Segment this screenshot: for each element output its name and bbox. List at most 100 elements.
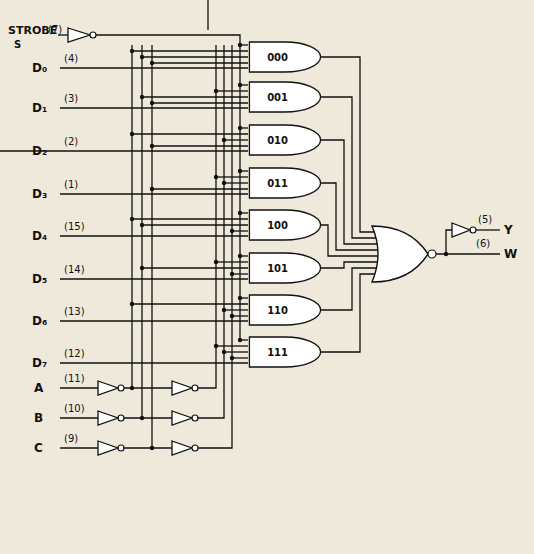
wire (232, 273, 248, 274)
wire (60, 417, 98, 418)
wire (142, 56, 248, 57)
junction-dot (140, 223, 144, 227)
junction-dot (140, 416, 144, 420)
junction-dot (238, 296, 242, 300)
nor-gate (372, 226, 428, 282)
inversion-bubble (470, 227, 476, 233)
junction-dot (238, 83, 242, 87)
and-gate: 110 (248, 294, 322, 326)
inversion-bubble (192, 445, 198, 451)
gate-code: 110 (248, 294, 307, 316)
junction-dot (130, 217, 134, 221)
wire (224, 309, 248, 310)
signal-name: C (34, 442, 43, 454)
junction-dot (238, 126, 242, 130)
and-gate: 000 (248, 41, 322, 73)
select-line (198, 45, 232, 448)
junction-dot (230, 356, 234, 360)
wire (216, 261, 248, 262)
junction-dot (214, 175, 218, 179)
signal-name: D₄ (32, 230, 47, 242)
output-line (476, 229, 500, 230)
inversion-bubble (118, 385, 124, 391)
wire (152, 188, 248, 189)
strobe-line (96, 35, 240, 340)
pin-number: (4) (64, 54, 78, 64)
junction-dot (140, 266, 144, 270)
and-gate: 011 (248, 167, 322, 199)
junction-dot (214, 344, 218, 348)
wire (232, 315, 248, 316)
wire (207, 0, 208, 30)
junction-dot (238, 43, 242, 47)
wire (132, 303, 248, 304)
gate-code: 001 (248, 81, 307, 103)
inversion-bubble (192, 385, 198, 391)
pin-number: (9) (64, 434, 78, 444)
wire (224, 182, 248, 183)
wire (132, 218, 248, 219)
pin-number: (10) (64, 404, 85, 414)
inverter-symbol (68, 28, 90, 42)
inverter-symbol (172, 381, 192, 395)
and-gate: 111 (248, 336, 322, 368)
wire (216, 176, 248, 177)
data-line (60, 67, 248, 68)
junction-dot (140, 55, 144, 59)
select-line (131, 45, 132, 388)
and-gate: 001 (248, 81, 322, 113)
junction-dot (222, 308, 226, 312)
signal-name: Y (504, 224, 513, 236)
data-line (60, 278, 248, 279)
junction-dot (150, 144, 154, 148)
pin-number: (1) (64, 180, 78, 190)
wire (152, 102, 248, 103)
inversion-bubble (118, 445, 124, 451)
pin-number: (7) (48, 25, 62, 35)
wire (60, 447, 98, 448)
junction-dot (230, 229, 234, 233)
inversion-bubble (428, 250, 436, 258)
pin-number: (6) (476, 239, 490, 249)
wire (224, 351, 248, 352)
wire (132, 133, 248, 134)
data-line (60, 362, 248, 363)
junction-dot (140, 95, 144, 99)
inverter-symbol (98, 381, 118, 395)
signal-name: D₅ (32, 273, 47, 285)
signal-name: D₇ (32, 357, 47, 369)
inverter-symbol (98, 411, 118, 425)
gate-code: 011 (248, 167, 307, 189)
pin-number: (3) (64, 94, 78, 104)
junction-dot (130, 132, 134, 136)
junction-dot (230, 314, 234, 318)
data-line (60, 193, 248, 194)
data-line (60, 320, 248, 321)
gate-code: 010 (248, 124, 307, 146)
inversion-bubble (90, 32, 96, 38)
junction-dot (222, 350, 226, 354)
signal-name: S (14, 40, 21, 50)
wire (152, 145, 248, 146)
wire (216, 90, 248, 91)
junction-dot (214, 89, 218, 93)
inverter-symbol (98, 441, 118, 455)
signal-name: W (504, 248, 517, 260)
junction-dot (238, 169, 242, 173)
select-line (198, 45, 224, 418)
junction-dot (214, 260, 218, 264)
junction-dot (150, 446, 154, 450)
wire (232, 230, 248, 231)
pin-number: (13) (64, 307, 85, 317)
signal-name: B (34, 412, 43, 424)
pin-number: (15) (64, 222, 85, 232)
signal-name: D₀ (32, 62, 47, 74)
wire (124, 447, 172, 448)
signal-name: D₂ (32, 145, 47, 157)
junction-dot (238, 254, 242, 258)
wire (60, 387, 98, 388)
select-line (151, 45, 152, 448)
pin-number: (2) (64, 137, 78, 147)
wire (142, 267, 248, 268)
